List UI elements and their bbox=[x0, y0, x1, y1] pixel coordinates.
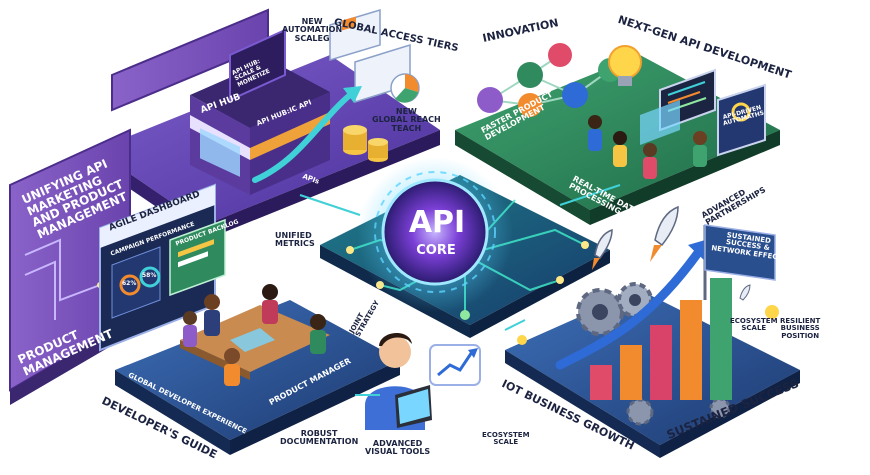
new-global-reach-label: NEW GLOBAL REACH TEACH bbox=[372, 107, 441, 133]
dev-monitors bbox=[659, 68, 766, 157]
agile-dashboard-panel bbox=[99, 183, 226, 352]
innovation-team bbox=[588, 100, 707, 179]
api-core-orb bbox=[357, 157, 513, 313]
growth-bar-chart bbox=[555, 238, 732, 400]
global-access-cards bbox=[329, 8, 420, 104]
sustained-flag bbox=[703, 224, 776, 300]
rocket-icons bbox=[517, 205, 779, 345]
ecosystem-scale-bottom-label: ECOSYSTEM SCALE bbox=[482, 431, 530, 447]
team-table bbox=[180, 284, 330, 386]
advanced-visual-tools-label: ADVANCED VISUAL TOOLS bbox=[365, 439, 431, 457]
chart-bubble bbox=[429, 344, 481, 386]
innovation-network bbox=[477, 43, 622, 117]
growth-arrow-tl bbox=[252, 92, 353, 183]
api-core-subtitle: CORE bbox=[416, 243, 456, 258]
api-core-title: API bbox=[408, 205, 466, 240]
coin-stack bbox=[343, 125, 388, 162]
connector-lines bbox=[299, 184, 621, 396]
gauge-b-label: 58% bbox=[142, 272, 157, 279]
gauge-a-label: 62% bbox=[122, 280, 137, 287]
api-hub-board-sign bbox=[229, 28, 286, 102]
lightbulb-icon bbox=[608, 45, 642, 86]
unified-metrics-label: UNIFIED METRICS bbox=[275, 231, 315, 249]
gear-icons bbox=[576, 282, 731, 426]
api-hub-store bbox=[190, 28, 330, 195]
robust-documentation-label: ROBUST DOCUMENTATION bbox=[280, 429, 359, 447]
developer-figure bbox=[365, 332, 432, 430]
ecosystem-scale-right-label: ECOSYSTEM SCALE bbox=[730, 317, 778, 333]
new-automation-label: NEW AUTOMATION SCALEG bbox=[282, 17, 343, 43]
resilient-label: RESILIENT BUSINESS POSITION bbox=[780, 317, 821, 340]
